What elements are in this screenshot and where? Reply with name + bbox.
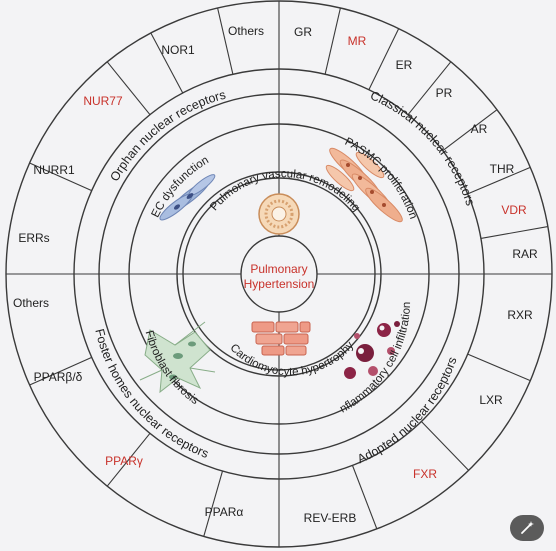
receptor-label: MR [348,34,367,48]
divider-line [351,465,378,530]
receptor-label: THR [490,162,515,176]
divider-line [407,61,452,116]
inflammatory-cells-illustration [344,321,400,379]
receptor-label: PPARα [205,505,244,519]
receptor-label: VDR [501,203,527,217]
fibroblast-illustration [139,321,216,394]
divider-line [442,109,498,152]
smooth-muscle-cells-illustration [325,147,403,223]
divider-line [467,166,531,195]
center-title-line1: Pulmonary [250,262,307,276]
divider-line [217,7,234,75]
magic-wand-button[interactable] [510,515,544,541]
receptor-label: ER [396,58,413,72]
receptor-label: REV-ERB [304,511,357,525]
cardiomyocyte-illustration [251,321,311,356]
magic-wand-icon [521,521,534,534]
receptor-label: FXR [413,467,437,481]
divider-line [368,28,400,90]
divider-line [106,61,151,116]
receptor-label: NOR1 [161,43,195,57]
divider-line [421,421,470,471]
divider-line [467,353,531,382]
receptor-label: Others [13,296,49,310]
receptor-label: NUR77 [83,94,123,108]
receptor-labels: GR MR ER PR AR THR VDR RAR RXR LXR FXR REV-ERB PPARα… [13,24,538,525]
vessel-cross-section-illustration [258,193,300,235]
divider-line [150,32,184,94]
receptor-label: Others [228,24,264,38]
receptor-label: GR [294,25,312,39]
classical-receptors-label: Classical nuclear receptors [368,88,477,207]
divider-line [106,432,151,487]
divider-line [203,470,224,537]
receptor-label: ERRs [18,231,49,245]
cardiomyocyte-hypertrophy-label: Cardiomyocyte hypertrophy [227,339,356,378]
divider-line [480,226,548,239]
divider-line [324,7,341,75]
receptor-label: RXR [507,308,533,322]
receptor-label: NURR1 [33,163,75,177]
receptor-label: LXR [479,393,503,407]
divider-line [29,356,92,386]
divider-line [29,162,92,192]
receptor-label: PPARγ [105,454,143,468]
center-title-line2: Hypertension [244,277,315,291]
endothelial-cell-illustration [159,174,216,221]
receptor-label: AR [471,122,488,136]
receptor-label: RAR [512,247,538,261]
receptor-label: PPARβ/δ [34,370,83,384]
receptor-label: PR [436,86,453,100]
